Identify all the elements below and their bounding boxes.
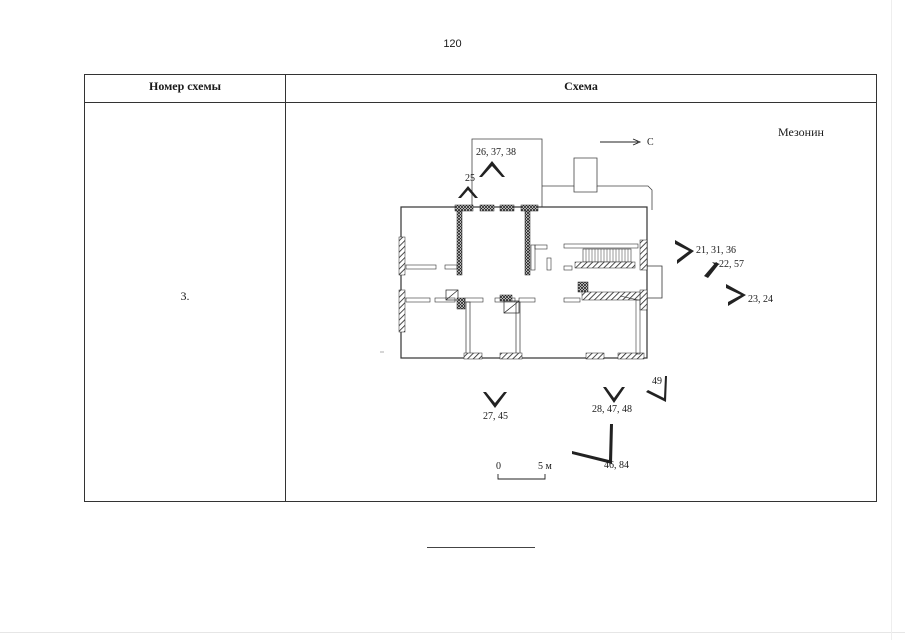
viewpoint-label-22-57: 22, 57 [719, 259, 744, 270]
page-number: 120 [443, 38, 462, 50]
viewpoint-markers [458, 161, 746, 464]
row-number: 3. [180, 289, 190, 303]
mezzanine-outline [471, 138, 653, 210]
footnote-separator [427, 547, 535, 548]
viewpoint-label-49: 49 [652, 376, 662, 387]
viewpoint-label-28-47-48: 28, 47, 48 [592, 404, 632, 415]
header-scheme-number: Номер схемы [148, 79, 222, 93]
walls [398, 204, 663, 360]
viewpoint-label-26-37-38: 26, 37, 38 [476, 147, 516, 158]
north-arrow: С [600, 137, 654, 148]
viewpoint-label-23-24: 23, 24 [748, 294, 773, 305]
scale-max-label: 5 м [538, 461, 553, 472]
scale-zero-label: 0 [496, 461, 501, 472]
column-divider [285, 75, 286, 501]
right-scan-edge [891, 0, 892, 640]
viewpoint-label-46-84: 46, 84 [604, 460, 629, 471]
header-scheme: Схема [564, 79, 598, 93]
document-table: Номер схемы Схема 3. [84, 74, 877, 502]
viewpoint-label-21-31-36: 21, 31, 36 [696, 245, 736, 256]
building-outline [400, 206, 648, 359]
scheme-title: Мезонин [778, 125, 824, 139]
bottom-scan-edge [0, 632, 905, 633]
scale-bar: 0 5 м [496, 461, 553, 480]
viewpoint-label-25: 25 [465, 173, 475, 184]
viewpoint-label-27-45: 27, 45 [483, 411, 508, 422]
north-label: С [647, 137, 654, 148]
viewpoint-labels: 26, 37, 38 25 21, 31, 36 22, 57 23, 24 4… [465, 147, 773, 471]
header-divider [85, 102, 876, 103]
